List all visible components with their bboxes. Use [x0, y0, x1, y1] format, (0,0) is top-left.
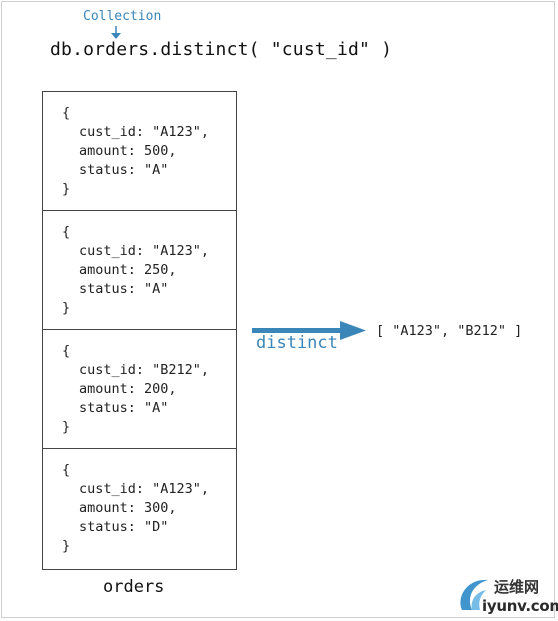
operation-arrow-icon — [252, 321, 366, 340]
order-document: { cust_id: "A123", amount: 250, status: … — [43, 211, 236, 330]
watermark-text: 运维网 — [494, 578, 540, 596]
distinct-command: db.orders.distinct( "cust_id" ) — [50, 39, 393, 60]
doc-open-brace: { — [62, 343, 71, 359]
doc-field-amount: amount: 250, — [79, 262, 177, 278]
doc-open-brace: { — [62, 462, 71, 478]
doc-field-amount: amount: 200, — [79, 381, 177, 397]
order-document: { cust_id: "A123", amount: 300, status: … — [43, 449, 236, 569]
doc-field-cust-id: cust_id: "A123", — [79, 243, 210, 259]
doc-field-amount: amount: 500, — [79, 143, 177, 159]
distinct-result: [ "A123", "B212" ] — [376, 323, 523, 339]
collection-label: Collection — [83, 9, 162, 24]
operation-label: distinct — [256, 333, 338, 353]
doc-field-status: status: "A" — [79, 162, 169, 178]
collection-name-label: orders — [103, 577, 165, 597]
doc-field-cust-id: cust_id: "A123", — [79, 481, 210, 497]
doc-field-cust-id: cust_id: "A123", — [79, 124, 210, 140]
doc-close-brace: } — [62, 538, 71, 554]
doc-open-brace: { — [62, 105, 71, 121]
watermark-swoosh-logo-icon — [460, 579, 488, 610]
watermark-url: iyunv.com — [482, 597, 558, 615]
doc-field-amount: amount: 300, — [79, 500, 177, 516]
doc-field-status: status: "A" — [79, 400, 169, 416]
orders-collection: { cust_id: "A123", amount: 500, status: … — [42, 91, 237, 570]
doc-open-brace: { — [62, 224, 71, 240]
doc-field-cust-id: cust_id: "B212", — [79, 362, 210, 378]
doc-field-status: status: "A" — [79, 281, 169, 297]
order-document: { cust_id: "B212", amount: 200, status: … — [43, 330, 236, 449]
doc-close-brace: } — [62, 181, 71, 197]
doc-field-status: status: "D" — [79, 519, 169, 535]
doc-close-brace: } — [62, 419, 71, 435]
collection-pointer-arrow-icon — [111, 26, 121, 39]
order-document: { cust_id: "A123", amount: 500, status: … — [43, 92, 236, 211]
doc-close-brace: } — [62, 300, 71, 316]
